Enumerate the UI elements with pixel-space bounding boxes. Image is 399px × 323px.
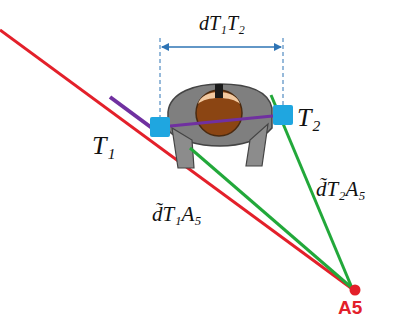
anchor-label: A5: [338, 298, 362, 319]
distance-label: d̃T₂A₅: [316, 178, 366, 201]
dimension-arrow: [162, 46, 281, 48]
sensor-square: [150, 117, 170, 137]
purple-segment: [110, 97, 156, 131]
sensor-square: [273, 105, 293, 125]
green-ray: [190, 148, 352, 288]
dimension-label: dT₁T₂: [199, 12, 245, 34]
extension-line: [160, 38, 161, 118]
sensor-label: T₁: [92, 132, 116, 161]
distance-label: d̃T₁A₅: [152, 203, 202, 226]
anchor-dot: [350, 285, 361, 296]
red-ray: [0, 30, 355, 291]
extension-line: [283, 38, 284, 106]
sensor-label: T₂: [297, 104, 321, 133]
purple-bar: [160, 115, 283, 127]
